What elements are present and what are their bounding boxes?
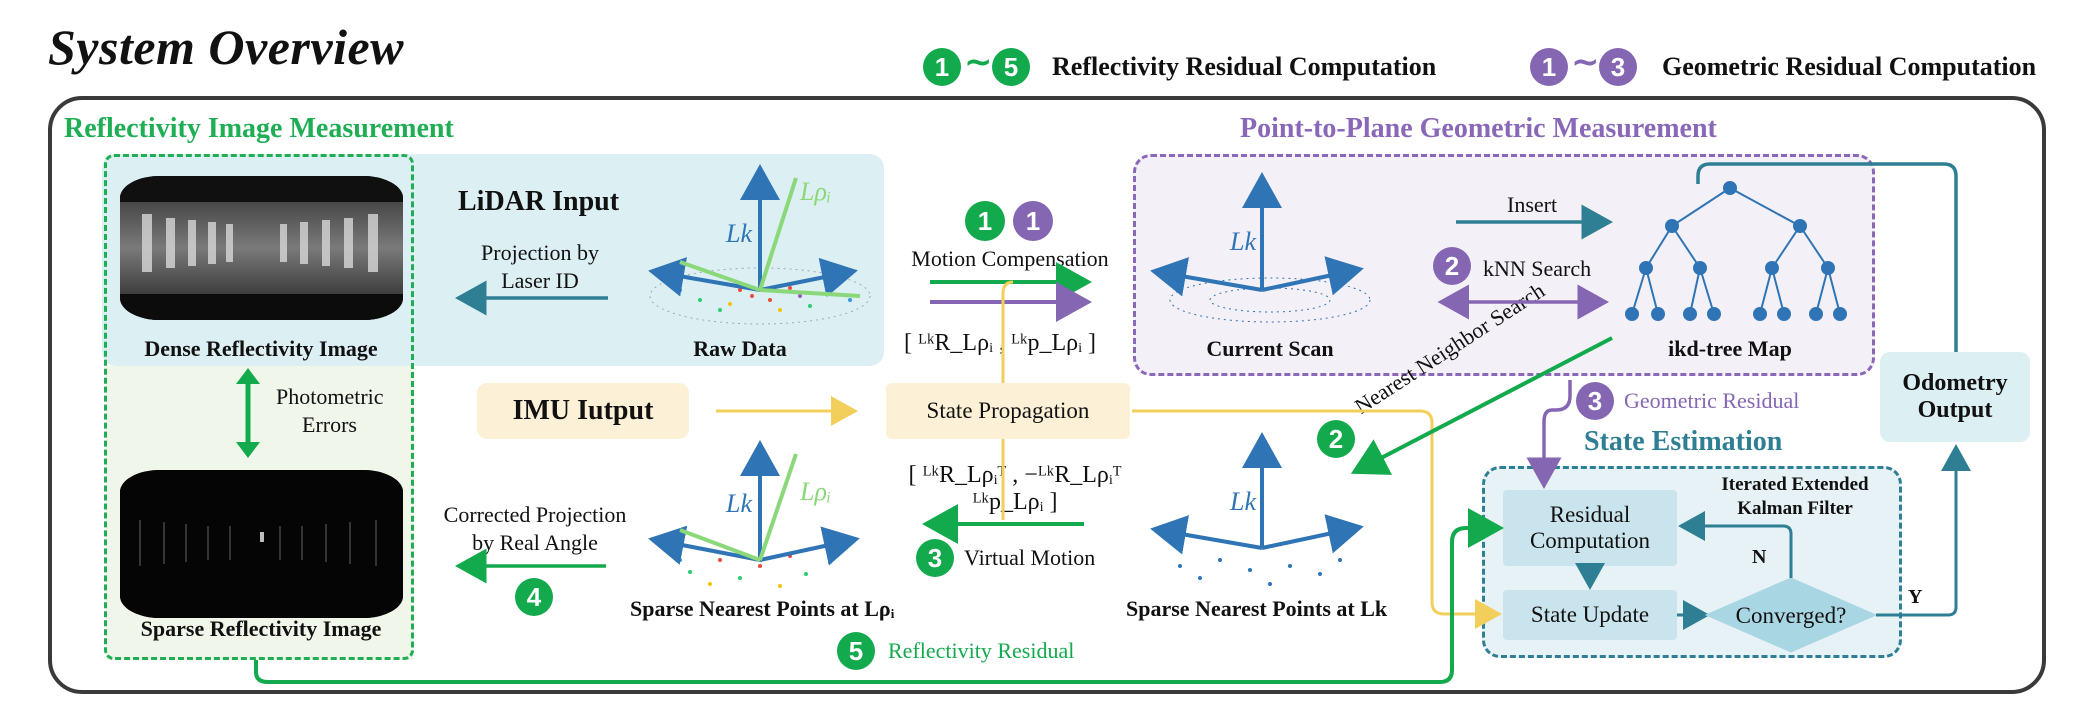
prop-to-update	[1132, 409, 1502, 629]
section-geometric: Point-to-Plane Geometric Measurement	[1240, 113, 1717, 144]
reflectivity-frame	[104, 154, 414, 660]
corrected-step: 4	[515, 578, 553, 616]
n-loop	[1678, 511, 1793, 578]
nn-step: 2	[1317, 420, 1355, 458]
virtual-transform: [ ᴸᵏR_Lρᵢᵀ , −ᴸᵏR_Lρᵢᵀ ᴸᵏp_Lρᵢ ]	[908, 462, 1122, 515]
sparse-rho-axes	[648, 440, 860, 566]
raw-lrho: Lρᵢ	[799, 177, 831, 206]
photometric-label-2: Errors	[302, 412, 357, 437]
odometry-loop	[1696, 162, 1958, 352]
sparse-lrho: Lρᵢ	[799, 477, 831, 506]
sparse-k-axes	[1150, 432, 1364, 555]
legend-green-tilde: ~	[964, 42, 993, 82]
scan-lk: Lk	[1229, 227, 1256, 256]
iekf-label-2: Kalman Filter	[1737, 498, 1853, 519]
virtual-motion-label: Virtual Motion	[964, 545, 1096, 570]
virtual-step: 3	[916, 539, 954, 577]
raw-data-label: Raw Data	[693, 336, 787, 361]
y-label: Y	[1908, 586, 1923, 608]
photometric-label-1: Photometric	[276, 384, 384, 409]
odometry-line-2: Output	[1917, 397, 1993, 423]
legend-green-start: 1	[923, 48, 961, 86]
sparse-reflectivity-image	[120, 470, 403, 618]
lidar-input-title: LiDAR Input	[458, 186, 620, 217]
residual-computation-box: Residual Computation	[1503, 490, 1677, 566]
raw-lk: Lk	[725, 219, 752, 248]
ikd-tree-icon	[1625, 181, 1847, 321]
odometry-output-box: Odometry Output	[1880, 352, 2030, 442]
nn-arrow	[1350, 336, 1613, 475]
reflect-residual-step: 5	[837, 632, 875, 670]
dense-reflectivity-label: Dense Reflectivity Image	[144, 336, 378, 361]
photometric-arrow	[236, 368, 260, 458]
sparse-reflectivity-label: Sparse Reflectivity Image	[140, 616, 382, 641]
section-state: State Estimation	[1584, 426, 1783, 457]
residual-line-2: Computation	[1529, 528, 1651, 553]
system-frame	[48, 96, 2046, 694]
sparse-k-lk: Lk	[1229, 487, 1256, 516]
converged-text: Converged?	[1736, 603, 1847, 628]
sparse-k-cloud	[1178, 558, 1342, 586]
iekf-label-1: Iterated Extended	[1721, 474, 1869, 495]
state-update-box: State Update	[1503, 590, 1677, 640]
legend-purple-start: 1	[1530, 48, 1568, 86]
legend-purple-label: Geometric Residual Computation	[1662, 52, 2037, 81]
geo-residual-label: Geometric Residual	[1624, 388, 1800, 413]
page-title: System Overview	[48, 19, 405, 75]
legend-purple-end: 3	[1599, 48, 1637, 86]
prop-up-link	[1001, 280, 1014, 383]
odometry-line-1: Odometry	[1902, 370, 2008, 396]
corrected-label-2: by Real Angle	[472, 530, 598, 555]
state-propagation-box: State Propagation	[886, 383, 1130, 439]
legend-green-end: 5	[992, 48, 1030, 86]
y-to-odometry	[1876, 444, 1971, 617]
geo-residual-arrow	[1526, 380, 1572, 489]
projection-label-2: Laser ID	[501, 268, 579, 293]
motion-green-step: 1	[965, 201, 1005, 241]
residual-line-1: Residual	[1549, 502, 1631, 527]
ikd-tree-label: ikd-tree Map	[1668, 336, 1792, 361]
insert-label: Insert	[1507, 192, 1558, 217]
legend-green-label: Reflectivity Residual Computation	[1052, 52, 1437, 81]
motion-transform: [ ᴸᵏR_Lρᵢ , ᴸᵏp_Lρᵢ ]	[903, 330, 1097, 356]
geo-residual-step: 3	[1576, 382, 1614, 420]
current-scan-axes	[1150, 172, 1364, 297]
current-scan-label: Current Scan	[1206, 336, 1334, 361]
knn-label: kNN Search	[1483, 256, 1592, 281]
corrected-label-1: Corrected Projection	[443, 502, 627, 527]
sparse-points-rho-label: Sparse Nearest Points at Lρᵢ	[630, 596, 895, 621]
imu-input-box: IMU Iutput	[477, 383, 689, 439]
reflect-residual-label: Reflectivity Residual	[888, 638, 1075, 663]
reflect-residual-path	[254, 508, 1504, 684]
sparse-lk: Lk	[725, 489, 752, 518]
section-reflectivity: Reflectivity Image Measurement	[64, 113, 454, 144]
n-label: N	[1752, 546, 1767, 568]
current-scan-cloud	[1169, 277, 1371, 323]
sparse-points-k-label: Sparse Nearest Points at Lk	[1126, 596, 1388, 621]
dense-reflectivity-image	[120, 176, 403, 320]
knn-step: 2	[1433, 247, 1471, 285]
motion-purple-step: 1	[1013, 201, 1053, 241]
raw-axes	[648, 164, 861, 298]
legend-purple-tilde: ~	[1571, 42, 1600, 82]
projection-label-1: Projection by	[481, 240, 599, 265]
